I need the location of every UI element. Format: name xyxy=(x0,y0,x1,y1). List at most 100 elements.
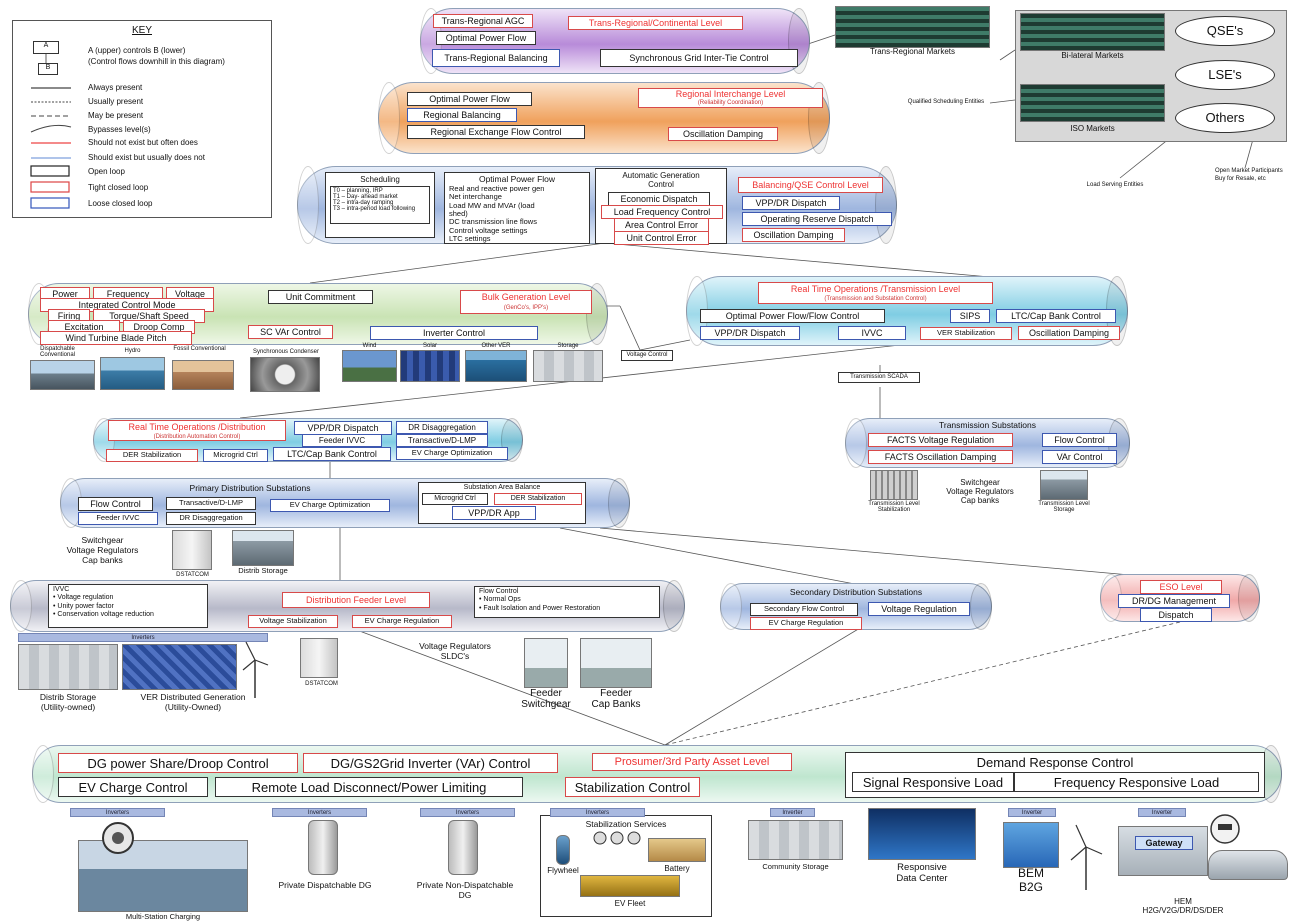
synchronous-inter-tie: Synchronous Grid Inter-Tie Control xyxy=(600,49,798,67)
balancing-oscillation-damping: Oscillation Damping xyxy=(742,228,845,243)
feeder-switchgear-2: Switchgear xyxy=(521,699,571,710)
trans-regional-agc: Trans-Regional AGC xyxy=(433,14,533,29)
operating-reserve-dispatch: Operating Reserve Dispatch xyxy=(742,212,892,227)
feeder-ivvc-box: IVVC • Voltage regulation • Unity power … xyxy=(48,584,208,628)
scheduling-box: Scheduling T0 – planning, IRP T1 – Day- … xyxy=(325,172,435,238)
bulk-level-sub: (GenCo's, IPP's) xyxy=(503,305,549,311)
battery-image xyxy=(648,838,706,862)
scheduling-t2: T2 – intra-day ramping xyxy=(333,200,394,206)
primary-dr-disaggregation: DR Disaggregation xyxy=(166,512,256,525)
photo-label-wind: Wind xyxy=(362,343,377,349)
unit-control-error: Unit Control Error xyxy=(614,231,709,246)
iso-markets-image xyxy=(1020,84,1165,122)
legend-key: KEY A B A (upper) controls B (lower) (Co… xyxy=(12,20,272,218)
secondary-voltage-regulation: Voltage Regulation xyxy=(868,602,970,617)
primary-flow-control: Flow Control xyxy=(78,497,153,512)
multi-station-charging-label: Multi-Station Charging xyxy=(125,912,201,921)
legend-bypass: Bypasses level(s) xyxy=(88,125,151,134)
balancing-opf-7: LTC settings xyxy=(449,234,491,244)
balancing-opf-4: shed) xyxy=(449,209,468,218)
feeder-inverters-bar: Inverters xyxy=(18,633,268,642)
dg-power-share-droop: DG power Share/Droop Control xyxy=(58,753,298,773)
prosumer-level-label: Prosumer/3rd Party Asset Level xyxy=(592,753,792,771)
stabilization-services-title: Stabilization Services xyxy=(585,819,667,829)
feeder-ver-label-2: (Utility-Owned) xyxy=(164,702,222,712)
solar-image xyxy=(400,350,460,382)
feeder-cap-banks-1: Feeder xyxy=(600,688,632,699)
balancing-opf-title: Optimal Power Flow xyxy=(478,174,556,184)
balancing-opf-2: Net interchange xyxy=(449,192,502,202)
balancing-opf-box: Optimal Power Flow Real and reactive pow… xyxy=(444,172,590,244)
rto-dist-ltc-cap-bank: LTC/Cap Bank Control xyxy=(273,447,391,462)
qse-oval: QSE's xyxy=(1175,16,1275,46)
ev-fleet-image xyxy=(580,875,680,897)
feeder-storage-image xyxy=(18,644,118,690)
regional-opf: Optimal Power Flow xyxy=(407,92,532,107)
regional-level-sub: (Reliability Coordination) xyxy=(697,100,764,106)
rto-trans-level-sub: (Transmission and Substation Control) xyxy=(824,296,927,302)
balancing-opf-1: Real and reactive power gen xyxy=(449,183,545,193)
feeder-storage-label-1: Distrib Storage xyxy=(39,692,97,702)
feeder-storage-label-2: (Utility-owned) xyxy=(40,702,96,712)
secondary-title: Secondary Distribution Substations xyxy=(789,587,923,597)
rto-ver-stabilization: VER Stabilization xyxy=(920,327,1012,340)
others-oval: Others xyxy=(1175,103,1275,133)
prosumer-inverters-bar-2: Inverters xyxy=(272,808,367,817)
facts-voltage-regulation: FACTS Voltage Regulation xyxy=(868,433,1013,448)
wind-turbine-blade-pitch: Wind Turbine Blade Pitch xyxy=(40,331,192,346)
rto-vpp-dispatch: VPP/DR Dispatch xyxy=(700,326,800,341)
secondary-flow-control: Secondary Flow Control xyxy=(750,603,858,616)
legend-swatches xyxy=(30,54,72,209)
others-note-2: Buy for Resale, etc xyxy=(1215,176,1266,182)
feeder-flow-box: Flow Control • Normal Ops • Fault Isolat… xyxy=(474,586,660,618)
voltage-control-label: Voltage Control xyxy=(621,350,673,361)
agc-title-2: Control xyxy=(648,180,674,189)
iso-markets-label: ISO Markets xyxy=(1070,124,1115,133)
legend-box-b: B xyxy=(38,63,58,75)
feeder-level-label: Distribution Feeder Level xyxy=(282,592,430,608)
feeder-switchgear-1: Feeder xyxy=(530,688,562,699)
legend-tight: Tight closed loop xyxy=(88,183,149,192)
secondary-ev-charge: EV Charge Regulation xyxy=(750,617,862,630)
legend-maybe: May be present xyxy=(88,111,144,120)
legend-open: Open loop xyxy=(88,167,125,176)
private-non-dispatchable-label-1: Private Non-Dispatchable xyxy=(416,880,514,890)
ev-plugs-icon xyxy=(593,831,641,845)
wind-image xyxy=(342,350,397,382)
dispatchable-conventional-image xyxy=(30,360,95,390)
primary-equip-1: Switchgear xyxy=(81,535,124,545)
private-non-dispatchable-image xyxy=(448,820,478,875)
feeder-switchgear-image xyxy=(524,638,568,688)
legend-should: Should exist but usually does not xyxy=(88,153,205,162)
rto-opf-flow: Optimal Power Flow/Flow Control xyxy=(700,309,885,324)
bulk-storage-image xyxy=(533,350,603,382)
primary-vpp-app: VPP/DR App xyxy=(452,506,536,521)
eso-dr-dg-management: DR/DG Management xyxy=(1118,594,1230,609)
flywheel-image xyxy=(556,835,570,865)
balancing-opf-6: Control voltage settings xyxy=(449,225,528,235)
charger-icon xyxy=(102,822,134,854)
bilateral-markets-image xyxy=(1020,13,1165,51)
transmission-storage-image xyxy=(1040,470,1088,500)
scheduling-title: Scheduling xyxy=(360,175,400,184)
prosumer-inverters-bar-1: Inverters xyxy=(70,808,165,817)
ev-fleet-label: EV Fleet xyxy=(614,899,646,908)
data-center-label-1: Responsive xyxy=(897,862,947,873)
demand-response-title: Demand Response Control xyxy=(976,755,1134,770)
balancing-level-label: Balancing/QSE Control Level xyxy=(738,177,883,193)
trans-sub-flow-control: Flow Control xyxy=(1042,433,1117,448)
primary-title: Primary Distribution Substations xyxy=(189,483,311,493)
bilateral-markets-label: Bi-lateral Markets xyxy=(1061,51,1124,60)
remote-load-disconnect: Remote Load Disconnect/Power Limiting xyxy=(215,777,523,797)
trans-regional-markets-image xyxy=(835,6,990,48)
regional-balancing: Regional Balancing xyxy=(407,108,517,123)
rto-dist-ev-charge: EV Charge Optimization xyxy=(396,447,508,460)
area-balance-title: Substation Area Balance xyxy=(463,484,541,491)
primary-storage-image xyxy=(232,530,294,566)
legend-loose: Loose closed loop xyxy=(88,199,153,208)
primary-feeder-ivvc: Feeder IVVC xyxy=(78,512,158,525)
data-center-label-2: Data Center xyxy=(896,873,948,884)
trans-sub-var-control: VAr Control xyxy=(1042,450,1117,465)
hem-house-image xyxy=(1118,826,1208,876)
private-dispatchable-label: Private Dispatchable DG xyxy=(278,880,372,890)
